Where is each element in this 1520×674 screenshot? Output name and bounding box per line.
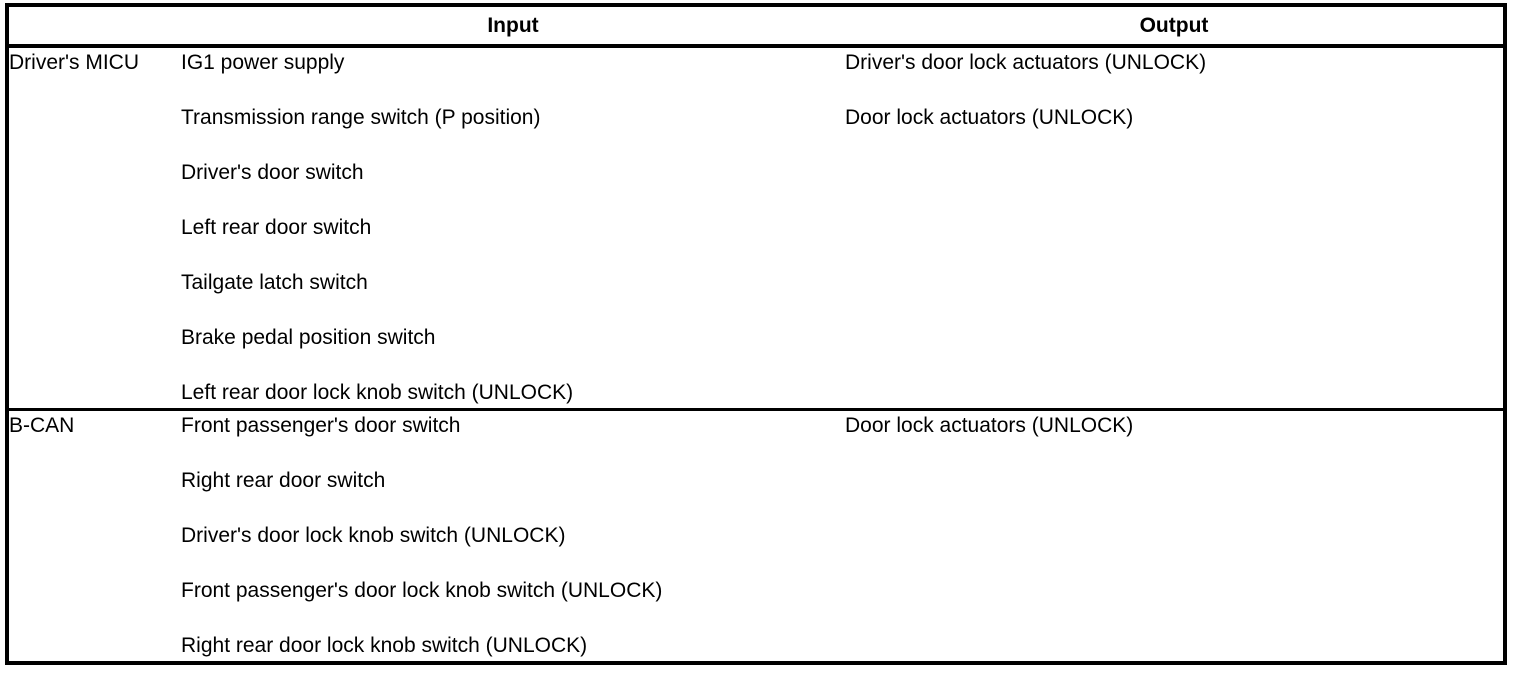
list-item: Driver's door lock knob switch (UNLOCK) bbox=[181, 524, 566, 547]
cell-input: Front passenger's door switch Right rear… bbox=[181, 408, 845, 663]
list-item: Front passenger's door lock knob switch … bbox=[181, 579, 663, 602]
input-list: Front passenger's door switch Right rear… bbox=[181, 411, 845, 661]
list-item: Left rear door lock knob switch (UNLOCK) bbox=[181, 381, 574, 404]
list-item: Door lock actuators (UNLOCK) bbox=[845, 414, 1134, 437]
list-item: Tailgate latch switch bbox=[181, 271, 368, 294]
system-label: B-CAN bbox=[9, 414, 75, 437]
list-item: Driver's door switch bbox=[181, 161, 364, 184]
input-output-table: Input Output Driver's MICU IG1 power sup… bbox=[5, 3, 1507, 665]
list-item: Transmission range switch (P position) bbox=[181, 106, 541, 129]
list-item: Right rear door switch bbox=[181, 469, 386, 492]
list-item: IG1 power supply bbox=[181, 51, 345, 74]
table-header: Input Output bbox=[7, 5, 1505, 48]
output-list: Door lock actuators (UNLOCK) bbox=[845, 411, 1503, 441]
header-output: Output bbox=[845, 5, 1505, 48]
header-input: Input bbox=[181, 5, 845, 48]
cell-system: B-CAN bbox=[7, 408, 181, 663]
header-row: Input Output bbox=[7, 5, 1505, 48]
cell-output: Driver's door lock actuators (UNLOCK) Do… bbox=[845, 46, 1505, 410]
list-item: Right rear door lock knob switch (UNLOCK… bbox=[181, 634, 588, 657]
list-item: Left rear door switch bbox=[181, 216, 372, 239]
system-label: Driver's MICU bbox=[9, 51, 139, 74]
list-item: Brake pedal position switch bbox=[181, 326, 436, 349]
list-item: Door lock actuators (UNLOCK) bbox=[845, 106, 1134, 129]
cell-input: IG1 power supply Transmission range swit… bbox=[181, 46, 845, 410]
output-list: Driver's door lock actuators (UNLOCK) Do… bbox=[845, 48, 1503, 133]
table-row: B-CAN Front passenger's door switch Righ… bbox=[7, 408, 1505, 663]
cell-system: Driver's MICU bbox=[7, 46, 181, 410]
header-system-column bbox=[7, 5, 181, 48]
table-row: Driver's MICU IG1 power supply Transmiss… bbox=[7, 46, 1505, 410]
list-item: Front passenger's door switch bbox=[181, 414, 461, 437]
list-item: Driver's door lock actuators (UNLOCK) bbox=[845, 51, 1207, 74]
cell-output: Door lock actuators (UNLOCK) bbox=[845, 408, 1505, 663]
input-list: IG1 power supply Transmission range swit… bbox=[181, 48, 845, 408]
table-body: Driver's MICU IG1 power supply Transmiss… bbox=[7, 46, 1505, 663]
